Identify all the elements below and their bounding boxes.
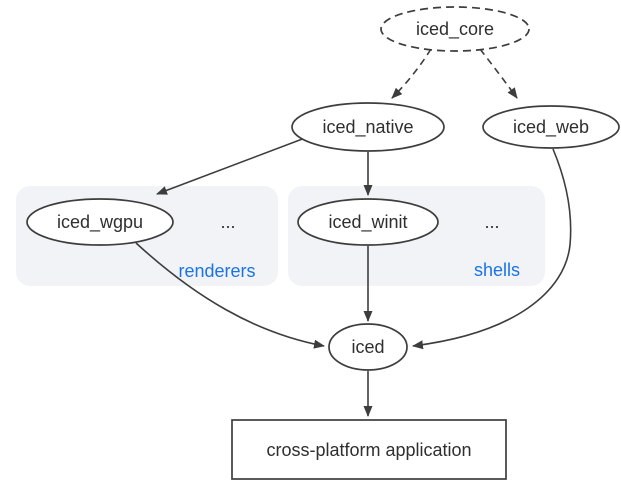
- node-cross-platform-application: [231, 419, 507, 480]
- renderers-ellipsis: ...: [220, 212, 235, 232]
- shells-group-label: shells: [474, 260, 520, 280]
- node-iced-native: [291, 102, 445, 152]
- edge-iced-wgpu-to-iced: [135, 242, 325, 349]
- edge-iced-web-to-iced: [412, 148, 572, 350]
- node-label-iced-core: iced_core: [416, 19, 494, 40]
- edge-iced-core-to-iced-web: [479, 48, 518, 99]
- node-label-iced-web: iced_web: [513, 117, 589, 138]
- node-label-iced-native: iced_native: [322, 117, 413, 138]
- node-iced-core: [380, 6, 530, 52]
- shells-ellipsis: ...: [484, 212, 499, 232]
- node-label-iced-winit: iced_winit: [328, 212, 407, 233]
- edge-iced-native-to-iced-wgpu: [156, 137, 306, 195]
- node-label-cross-platform-application: cross-platform application: [266, 440, 471, 460]
- node-label-iced: iced: [351, 337, 384, 357]
- node-iced: [328, 323, 408, 371]
- node-iced-winit: [297, 198, 439, 246]
- node-iced-wgpu: [26, 198, 174, 246]
- node-iced-web: [482, 105, 620, 149]
- node-label-iced-wgpu: iced_wgpu: [57, 212, 143, 233]
- renderers-group-label: renderers: [178, 261, 255, 281]
- edge-iced-core-to-iced-native: [391, 48, 432, 99]
